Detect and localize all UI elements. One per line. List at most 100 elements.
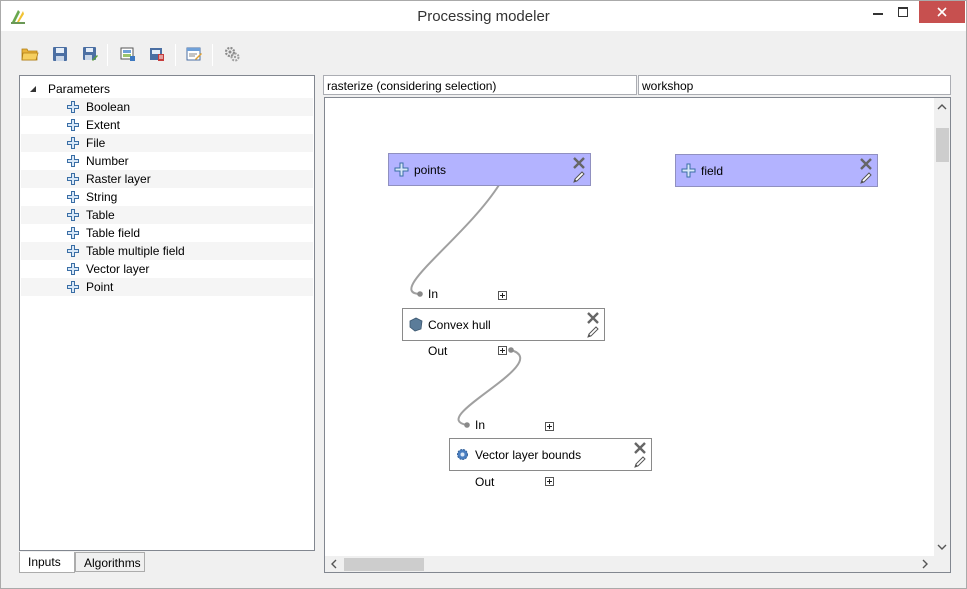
delete-icon[interactable]: [633, 442, 647, 454]
parameter-item[interactable]: Boolean: [21, 98, 313, 116]
alg-node-vector-layer-bounds[interactable]: Vector layer bounds: [449, 438, 652, 471]
parameter-item-label: Table: [86, 208, 115, 222]
node-label: points: [414, 163, 447, 177]
parameter-item[interactable]: String: [21, 188, 313, 206]
parameter-item-label: Raster layer: [86, 172, 151, 186]
vertical-scrollbar[interactable]: [934, 98, 950, 556]
model-name-input[interactable]: rasterize (considering selection): [323, 75, 637, 95]
link-endpoint: [464, 422, 470, 428]
edit-help-icon: [186, 47, 202, 61]
expand-arrow-icon[interactable]: [28, 84, 38, 94]
title-bar: Processing modeler: [1, 1, 966, 31]
node-label: field: [701, 164, 724, 178]
parameter-item-label: Table multiple field: [86, 244, 185, 258]
horizontal-scroll-thumb[interactable]: [344, 558, 424, 571]
param-node-points[interactable]: points: [388, 153, 591, 186]
model-canvas[interactable]: points field: [325, 98, 935, 556]
plus-icon: [67, 263, 79, 275]
delete-icon[interactable]: [586, 312, 600, 324]
horizontal-scrollbar[interactable]: [325, 556, 934, 572]
convex-hull-icon: [409, 317, 423, 332]
maximize-button[interactable]: [889, 1, 917, 23]
toolbar-separator: [107, 44, 108, 66]
parameter-item[interactable]: Table: [21, 206, 313, 224]
minimize-button[interactable]: [863, 1, 893, 23]
tab-inputs[interactable]: Inputs: [19, 552, 75, 573]
window-title: Processing modeler: [417, 8, 550, 25]
vertical-scroll-thumb[interactable]: [936, 128, 949, 162]
edit-pencil-icon[interactable]: [572, 170, 586, 184]
delete-icon[interactable]: [572, 157, 586, 169]
export-python-button[interactable]: [146, 43, 168, 65]
port-label-out: Out: [475, 475, 495, 489]
plus-icon: [67, 281, 79, 293]
scroll-right-icon[interactable]: [919, 558, 931, 570]
parameter-item[interactable]: Table field: [21, 224, 313, 242]
parameter-item[interactable]: Number: [21, 152, 313, 170]
parameter-item-label: Number: [86, 154, 129, 168]
expand-inputs-icon[interactable]: [545, 422, 554, 431]
parameter-item[interactable]: Extent: [21, 116, 313, 134]
maximize-icon: [898, 7, 908, 17]
export-python-icon: [150, 48, 164, 61]
node-label: Vector layer bounds: [475, 448, 582, 462]
parameter-item[interactable]: Table multiple field: [21, 242, 313, 260]
delete-icon[interactable]: [859, 158, 873, 170]
scrollbar-corner: [934, 556, 950, 572]
close-button[interactable]: [919, 1, 965, 23]
plus-icon: [67, 119, 79, 131]
toolbar-separator: [175, 44, 176, 66]
save-model-as-button[interactable]: [79, 43, 101, 65]
connection-links: [410, 184, 522, 428]
edit-pencil-icon[interactable]: [633, 455, 647, 469]
model-group-input[interactable]: workshop: [638, 75, 951, 95]
link-endpoint: [417, 291, 423, 297]
alg-node-convex-hull[interactable]: Convex hull: [402, 308, 605, 341]
qgis-logo-icon: [11, 10, 25, 24]
tab-algorithms[interactable]: Algorithms: [75, 552, 145, 572]
parameter-item[interactable]: Raster layer: [21, 170, 313, 188]
plus-icon: [67, 191, 79, 203]
minimize-icon: [873, 13, 883, 15]
parameter-item-label: Vector layer: [86, 262, 150, 276]
plus-icon: [394, 162, 409, 177]
parameter-item[interactable]: File: [21, 134, 313, 152]
node-label: Convex hull: [428, 318, 491, 332]
close-icon: [937, 7, 947, 17]
parameter-item[interactable]: Point: [21, 278, 313, 296]
run-model-button[interactable]: [221, 43, 243, 65]
save-as-icon: [83, 47, 98, 61]
link-points-to-convex-hull: [410, 184, 500, 295]
parameter-item-label: File: [86, 136, 106, 150]
save-icon: [53, 47, 67, 61]
plus-icon: [67, 209, 79, 221]
export-image-icon: [120, 47, 135, 61]
tree-root-label: Parameters: [48, 82, 111, 96]
parameter-item-label: Extent: [86, 118, 121, 132]
save-model-button[interactable]: [49, 43, 71, 65]
tree-root-parameters[interactable]: Parameters: [24, 80, 110, 98]
parameter-item[interactable]: Vector layer: [21, 260, 313, 278]
scroll-down-icon[interactable]: [936, 541, 948, 553]
modeler-toolbar: [15, 41, 415, 69]
scroll-left-icon[interactable]: [328, 558, 340, 570]
expand-inputs-icon[interactable]: [498, 291, 507, 300]
port-label-in: In: [428, 287, 439, 301]
edit-pencil-icon[interactable]: [586, 325, 600, 339]
edit-help-button[interactable]: [183, 43, 205, 65]
gear-icon: [457, 449, 468, 460]
open-model-button[interactable]: [19, 43, 41, 65]
link-endpoint: [508, 347, 514, 353]
expand-outputs-icon[interactable]: [498, 346, 507, 355]
plus-icon: [67, 155, 79, 167]
parameter-item-label: String: [86, 190, 118, 204]
edit-pencil-icon[interactable]: [859, 171, 873, 185]
scroll-up-icon[interactable]: [936, 101, 948, 113]
expand-outputs-icon[interactable]: [545, 477, 554, 486]
port-label-in: In: [475, 418, 486, 432]
export-image-button[interactable]: [117, 43, 139, 65]
plus-icon: [67, 137, 79, 149]
param-node-field[interactable]: field: [675, 154, 878, 187]
